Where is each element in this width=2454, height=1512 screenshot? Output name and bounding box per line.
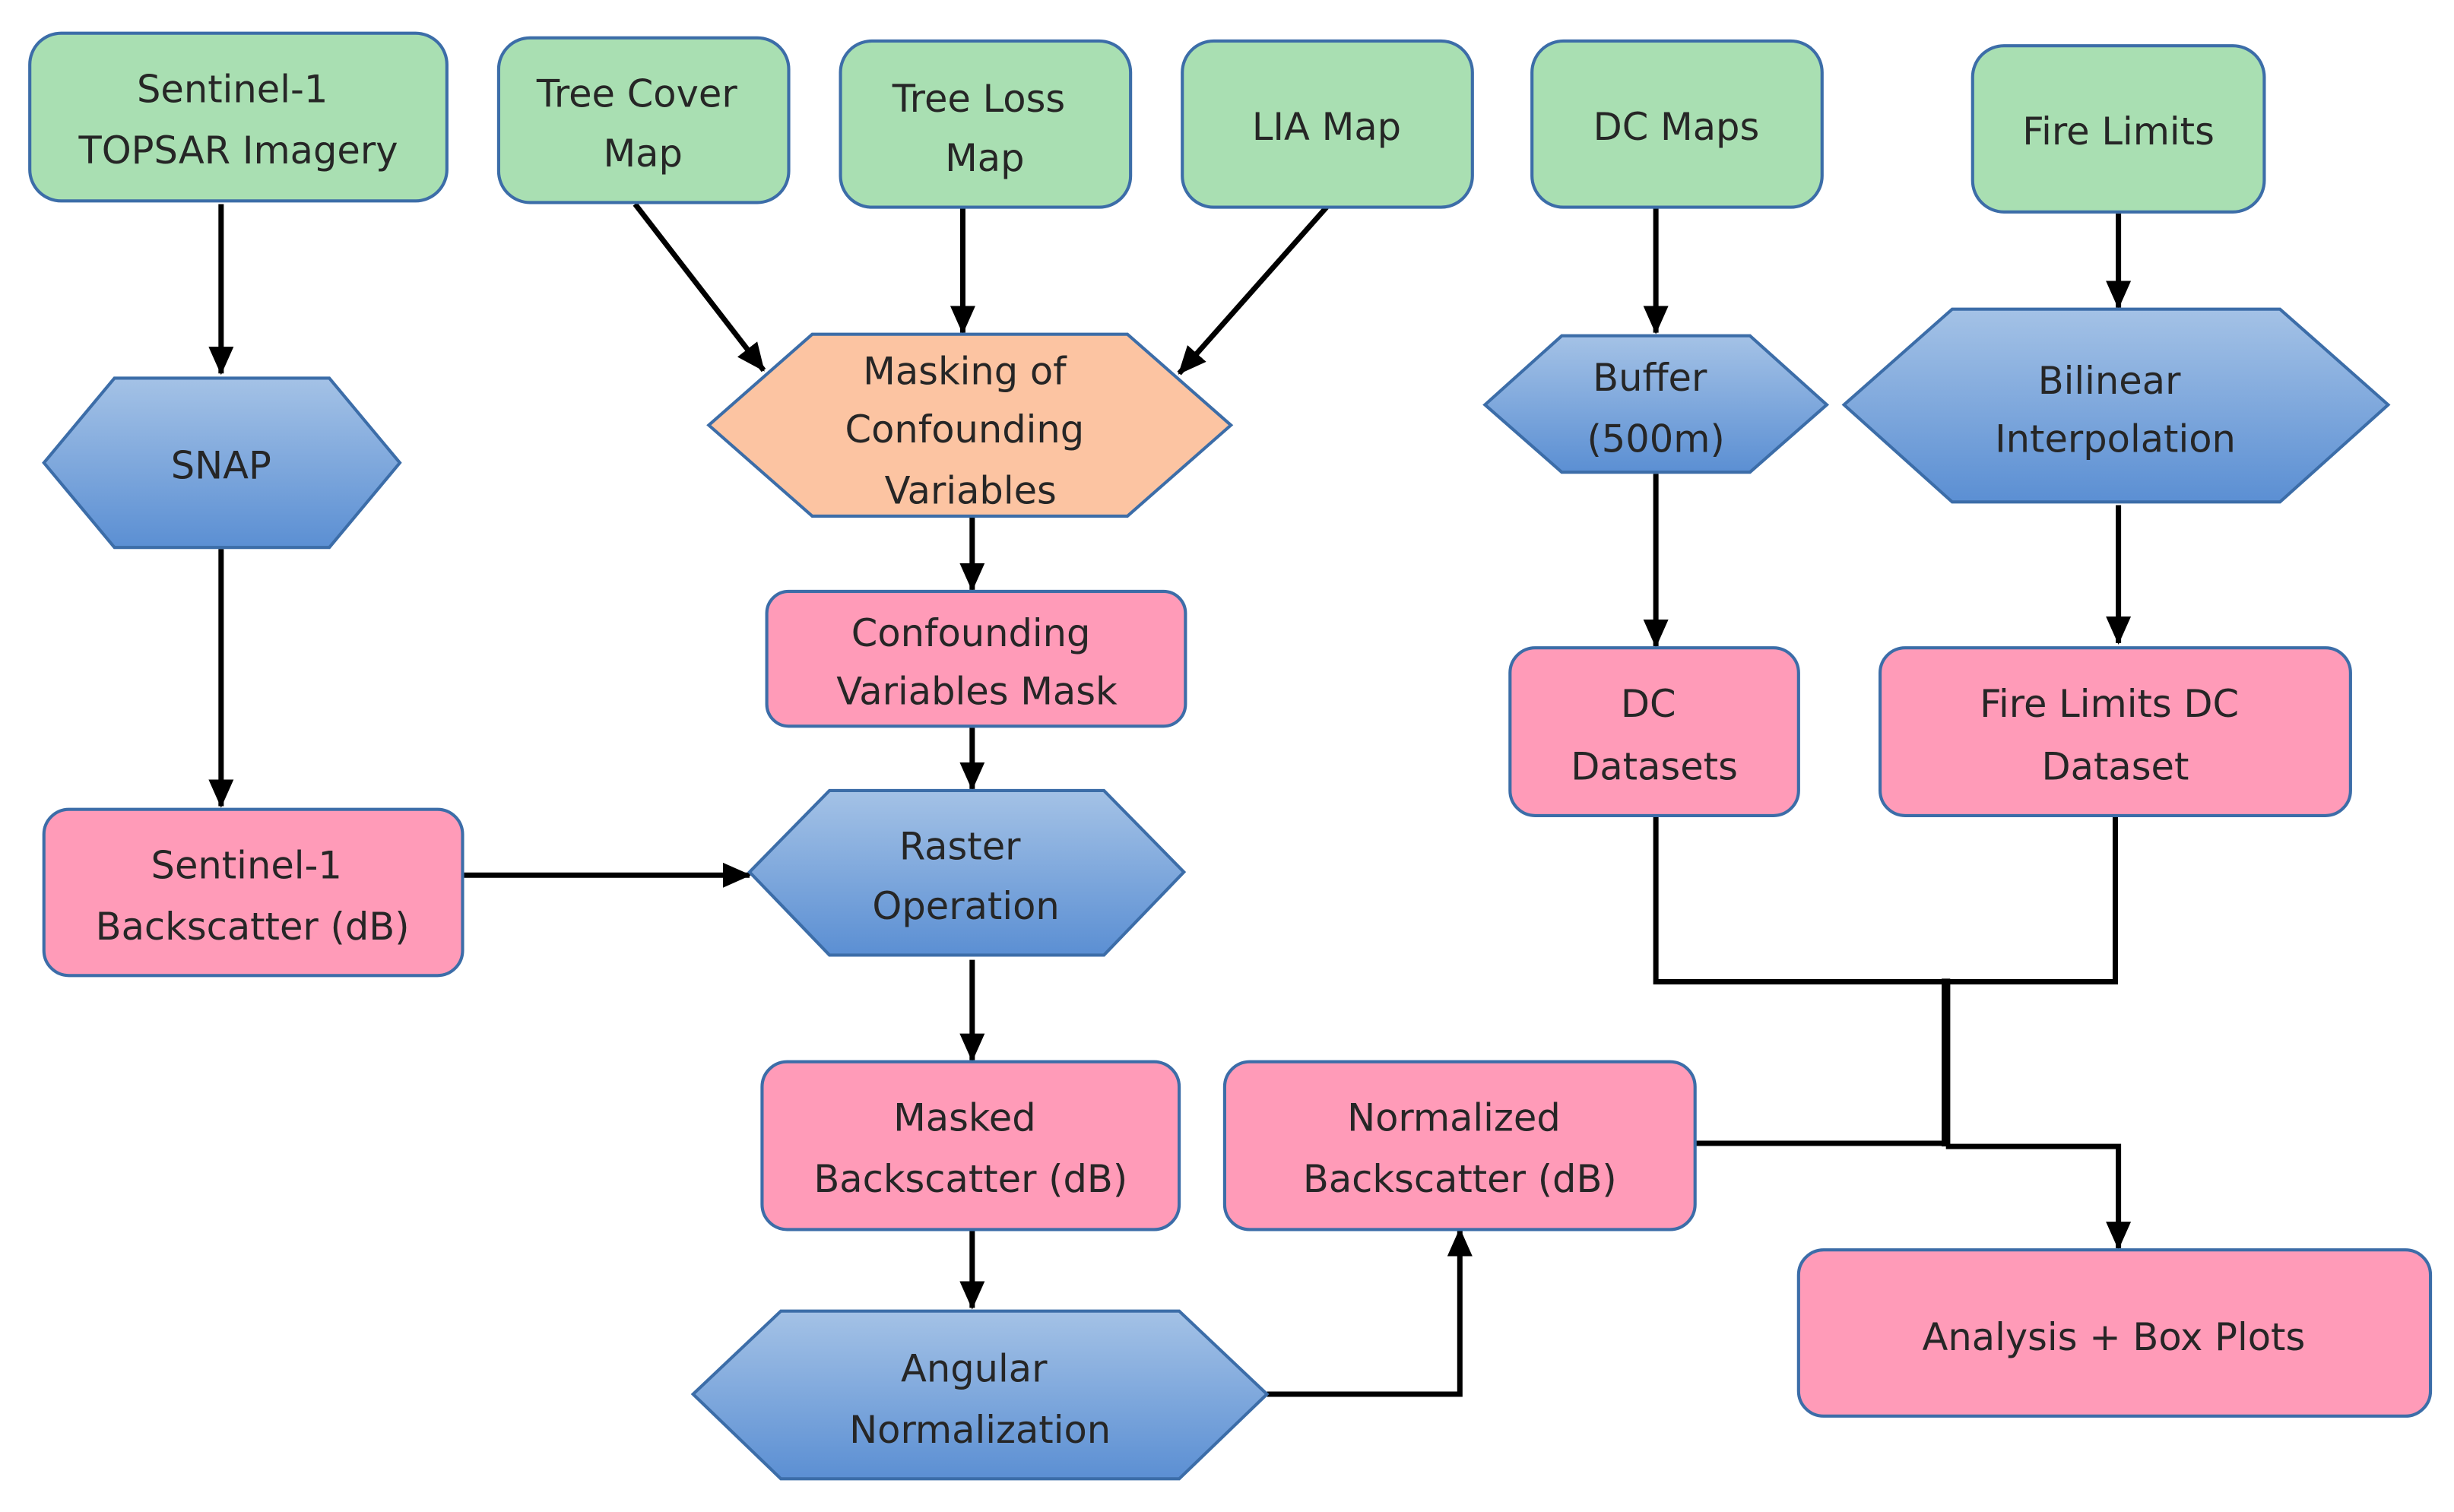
node-normalized-bs-line2: Backscatter (dB) [1303,1157,1617,1201]
node-bilinear-line1: Bilinear [2038,359,2181,403]
line-firedc-merge [1945,815,2118,985]
line-dcdatasets-merge [1653,815,1946,985]
svg-text:Sentinel-1 TOPSAR Imager: Sentinel-1 TOPSAR Imagery [78,67,398,172]
svg-text:Sentinel-1 Backscatter (: Sentinel-1 Backscatter (dB) [96,843,410,948]
arrow-angular-to-normalized [1267,1228,1473,1397]
node-analysis-line1: Analysis + Box Plots [1923,1315,2306,1359]
node-masked-bs-line1: Masked [893,1095,1036,1140]
node-buffer: Buffer (500m) [1482,334,1830,474]
node-tree-cover: Tree Cover Map [496,36,791,204]
node-bilinear: Bilinear Interpolation [1841,307,2391,504]
node-normalized-bs: Normalized Backscatter (dB) [1222,1060,1697,1231]
connectors [208,202,2132,1397]
node-angular-line1: Angular [901,1346,1048,1390]
node-fire-dc-line2: Dataset [2042,744,2189,788]
node-analysis: Analysis + Box Plots [1796,1248,2433,1418]
svg-text:Fire Limits DC Dataset: Fire Limits DC Dataset [1980,682,2251,789]
node-tree-cover-line2: Map [603,132,682,176]
node-backscatter-line2: Backscatter (dB) [96,905,410,949]
node-tree-loss-line1: Tree Loss [892,77,1065,121]
svg-text:Analysis + Box Plots: Analysis + Box Plots [1923,1315,2306,1359]
node-angular: Angular Normalization [690,1309,1270,1481]
svg-text:Tree Cover Map: Tree Cover Map [536,72,750,176]
svg-text:Angular Normalization: Angular Normalization [849,1346,1111,1451]
node-lia-map-line1: LIA Map [1252,105,1401,149]
node-angular-line2: Normalization [849,1408,1111,1452]
svg-text:Bilinear Interpolation: Bilinear Interpolation [1995,359,2236,461]
arrow-lia-to-masking [1177,205,1329,376]
node-dc-datasets-line2: Datasets [1571,744,1738,788]
svg-text:Masked Backscatter (dB): Masked Backscatter (dB) [813,1095,1127,1200]
node-masked-bs: Masked Backscatter (dB) [760,1060,1181,1231]
svg-text:Masking of Confounding: Masking of Confounding Variables [845,350,1096,513]
svg-text:LIA Map: LIA Map [1252,105,1401,149]
node-cv-mask: Confounding Variables Mask [765,589,1187,728]
node-fire-limits: Fire Limits [1970,44,2266,214]
svg-text:Normalized Backscatter (: Normalized Backscatter (dB) [1303,1095,1617,1200]
node-snap-line1: SNAP [171,443,271,487]
node-bilinear-line2: Interpolation [1995,417,2236,461]
node-dc-maps: DC Maps [1530,39,1824,209]
node-dc-maps-line1: DC Maps [1593,105,1760,149]
arrow-merge-to-analysis [1945,1143,2132,1250]
node-buffer-line1: Buffer [1593,356,1707,400]
svg-text:Tree Loss Map: Tree Loss Map [892,77,1077,180]
svg-text:Buffer (500m): Buffer (500m) [1587,356,1724,461]
node-fire-dc-line1: Fire Limits DC [1980,682,2239,726]
svg-text:SNAP: SNAP [171,443,271,487]
node-tree-cover-line1: Tree Cover [536,72,737,116]
svg-text:DC Datasets: DC Datasets [1571,682,1738,789]
node-dc-datasets: DC Datasets [1508,646,1800,817]
node-sentinel-topsar: Sentinel-1 TOPSAR Imagery [28,31,449,203]
node-masked-bs-line2: Backscatter (dB) [813,1157,1127,1201]
svg-text:Raster Operation: Raster Operation [872,825,1059,928]
node-tree-loss-line2: Map [945,136,1024,180]
node-masking-line3: Variables [885,468,1057,512]
arrow-treecover-to-masking [633,202,766,372]
node-sentinel-topsar-line2: TOPSAR Imagery [78,128,398,173]
node-tree-loss: Tree Loss Map [839,39,1133,209]
node-masking-line1: Masking of [863,350,1067,394]
node-raster: Raster Operation [747,788,1187,957]
node-cv-mask-line1: Confounding [851,611,1091,655]
node-lia-map: LIA Map [1181,39,1474,209]
svg-text:Fire Limits: Fire Limits [2022,109,2215,154]
node-cv-mask-line2: Variables Mask [836,669,1118,713]
node-masking-line2: Confounding [845,407,1085,452]
node-backscatter: Sentinel-1 Backscatter (dB) [42,807,464,978]
node-snap: SNAP [42,376,402,550]
node-backscatter-line1: Sentinel-1 [151,843,342,887]
node-raster-line1: Raster [899,825,1021,869]
node-normalized-bs-line1: Normalized [1347,1095,1561,1140]
node-sentinel-topsar-line1: Sentinel-1 [137,67,328,111]
node-buffer-line2: (500m) [1587,417,1724,461]
svg-text:Confounding Variables Ma: Confounding Variables Mask [836,611,1118,713]
node-fire-limits-line1: Fire Limits [2022,109,2215,154]
node-fire-dc: Fire Limits DC Dataset [1879,646,2352,817]
node-masking: Masking of Confounding Variables [706,332,1234,518]
node-raster-line2: Operation [872,884,1059,928]
svg-text:DC Maps: DC Maps [1593,105,1760,149]
node-dc-datasets-line1: DC [1621,682,1676,726]
